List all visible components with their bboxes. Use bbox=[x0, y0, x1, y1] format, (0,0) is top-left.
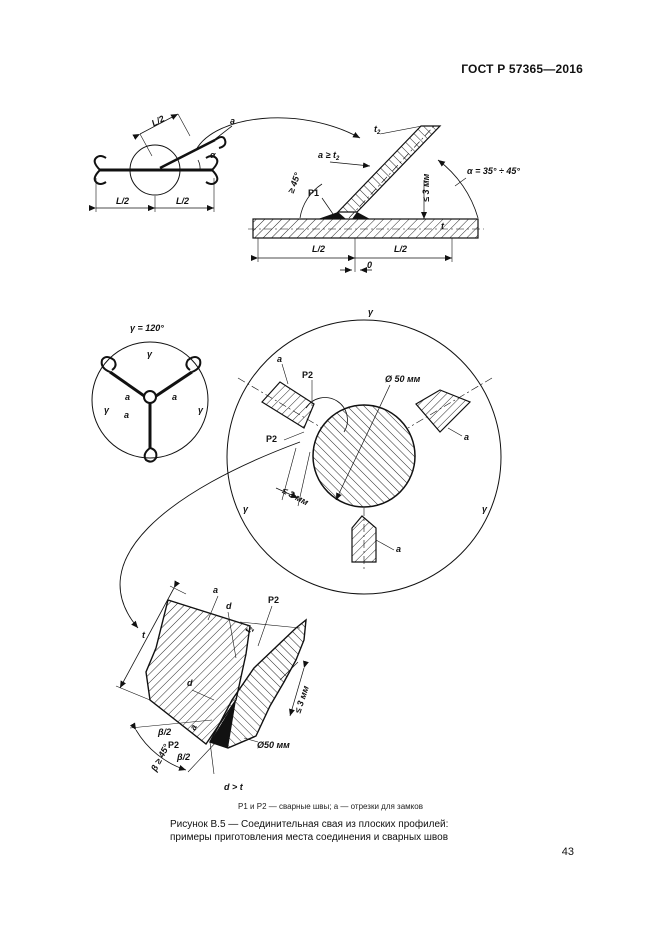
label-a-y1: a bbox=[125, 392, 130, 402]
label-a-bottom2: a bbox=[188, 723, 199, 732]
label-a-top-left: a bbox=[230, 116, 235, 126]
weld-p2-enlarged bbox=[210, 700, 236, 748]
label-half-len-left: L/2 bbox=[116, 196, 129, 206]
label-gamma-120: γ = 120° bbox=[130, 323, 164, 333]
label-alpha-top-left: α bbox=[210, 150, 216, 160]
label-gamma-top: γ bbox=[368, 307, 374, 317]
profile-piece-right bbox=[415, 389, 472, 433]
page-number: 43 bbox=[561, 846, 574, 858]
profile-right-enlarged bbox=[208, 618, 307, 749]
label-dia-50: Ø 50 мм bbox=[385, 374, 421, 384]
profile-piece-upper-left bbox=[261, 381, 315, 429]
standard-header: ГОСТ Р 57365—2016 bbox=[461, 62, 583, 76]
label-t-top-right: t bbox=[441, 221, 445, 231]
label-d-gt-t: d > t bbox=[224, 782, 244, 792]
label-half-len-slant: L/2 bbox=[150, 113, 166, 128]
label-t-bottom: t bbox=[142, 630, 146, 640]
label-half-len-br: L/2 bbox=[394, 244, 407, 254]
large-circle-detail: γ γ γ Ø 50 мм a P2 P2 a a ≤ 3 мм bbox=[119, 307, 502, 629]
label-t2-bottom: t2 bbox=[243, 623, 257, 635]
y-lock-right-icon bbox=[185, 356, 202, 373]
label-gamma-y1: γ bbox=[104, 405, 110, 415]
bottom-weld-detail: t a d P2 t2 d ≤ 3 мм Ø50 мм β/2 β/2 P2 a… bbox=[115, 580, 311, 792]
label-beta-half-1: β/2 bbox=[157, 727, 171, 737]
y-lock-left-icon bbox=[100, 356, 117, 373]
weld-p1 bbox=[318, 212, 346, 219]
right-lock-icon bbox=[205, 155, 219, 185]
label-gamma-y3: γ bbox=[147, 349, 153, 359]
label-a-y2: a bbox=[172, 392, 177, 402]
label-zero: 0 bbox=[367, 260, 372, 270]
top-left-junction-view: a α L/2 L/2 L/2 bbox=[89, 113, 361, 212]
label-gamma-right: γ bbox=[482, 504, 488, 514]
label-half-len-bl: L/2 bbox=[312, 244, 325, 254]
bar-50mm bbox=[312, 404, 416, 508]
label-a-big2: a bbox=[464, 432, 469, 442]
label-a-y3: a bbox=[124, 410, 129, 420]
label-p1: P1 bbox=[308, 188, 319, 198]
figure-legend: P1 и P2 — сварные швы; a — отрезки для з… bbox=[238, 802, 423, 811]
y-circle bbox=[91, 341, 209, 459]
figure-caption: Рисунок В.5 — Соединительная свая из пло… bbox=[170, 818, 448, 844]
label-beta-ge-45: β ≥ 45° bbox=[148, 742, 171, 774]
y-lock-bottom-icon bbox=[143, 447, 158, 463]
y-junction-small: γ = 120° a a a γ γ γ bbox=[91, 323, 209, 463]
label-le-3mm-bottom: ≤ 3 мм bbox=[293, 684, 311, 714]
top-right-weld-detail: t2 a ≥ t2 α = 35° ÷ 45° ≥ 45° P1 ≤ 3 мм … bbox=[248, 124, 520, 273]
label-half-len-right: L/2 bbox=[176, 196, 189, 206]
label-beta-half-2: β/2 bbox=[176, 752, 190, 762]
label-le-3mm-top: ≤ 3 мм bbox=[421, 173, 431, 202]
label-dia-50-bottom: Ø50 мм bbox=[257, 740, 290, 750]
caption-line-1: Рисунок В.5 — Соединительная свая из пло… bbox=[170, 819, 449, 830]
label-t2: t2 bbox=[374, 124, 381, 136]
label-a-big1: a bbox=[277, 354, 282, 364]
label-gamma-left: γ bbox=[243, 504, 249, 514]
caption-line-2: примеры приготовления места соединения и… bbox=[170, 832, 449, 843]
label-d-mid: d bbox=[187, 678, 193, 688]
label-a-ge-t2: a ≥ t2 bbox=[318, 150, 340, 162]
large-circle bbox=[226, 319, 502, 595]
label-d-top: d bbox=[226, 601, 232, 611]
label-alpha-range: α = 35° ÷ 45° bbox=[467, 166, 520, 176]
label-gamma-y2: γ bbox=[198, 405, 204, 415]
label-p2-big2: P2 bbox=[266, 434, 277, 444]
label-p2-big1: P2 bbox=[302, 370, 313, 380]
label-p2-bottom-top: P2 bbox=[268, 595, 279, 605]
base-plate bbox=[252, 218, 479, 239]
label-a-bottom1: a bbox=[213, 585, 218, 595]
profile-piece-bottom bbox=[351, 515, 377, 563]
label-a-big3: a bbox=[396, 544, 401, 554]
label-angle-45: ≥ 45° bbox=[286, 171, 303, 195]
